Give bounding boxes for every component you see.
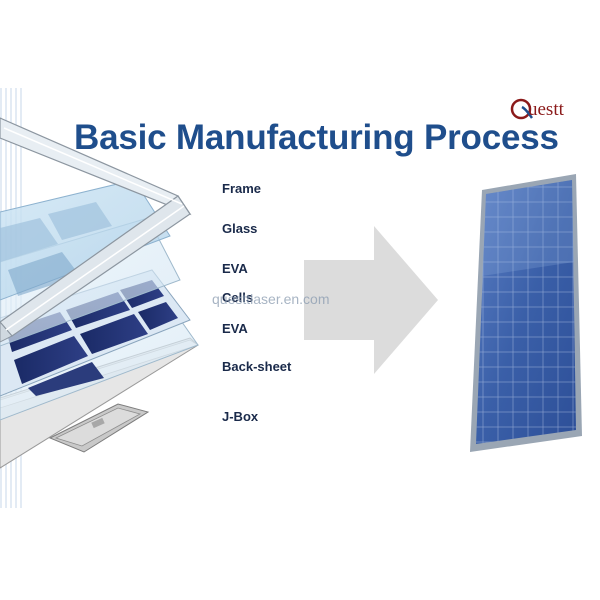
label-glass: Glass (222, 221, 258, 236)
label-frame: Frame (222, 181, 262, 196)
logo-text: uestt (528, 99, 564, 120)
slide-title: Basic Manufacturing Process (74, 118, 559, 157)
questt-q-logo-icon (510, 98, 534, 120)
exploded-layers-diagram (0, 117, 199, 469)
label-back-sheet: Back-sheet (222, 359, 292, 374)
right-arrow-icon (304, 226, 438, 374)
label-cells: Cells (222, 290, 254, 305)
watermark-text: questtlaser.en.com (212, 291, 330, 307)
company-logo: uestt (510, 97, 600, 125)
label-eva-upper: EVA (222, 261, 248, 276)
glass-layer (0, 179, 171, 301)
label-j-box: J-Box (222, 409, 259, 424)
assembled-solar-panel (470, 174, 582, 452)
frame-layer (0, 117, 192, 343)
label-eva-lower: EVA (222, 321, 248, 336)
j-box-layer (48, 403, 150, 453)
